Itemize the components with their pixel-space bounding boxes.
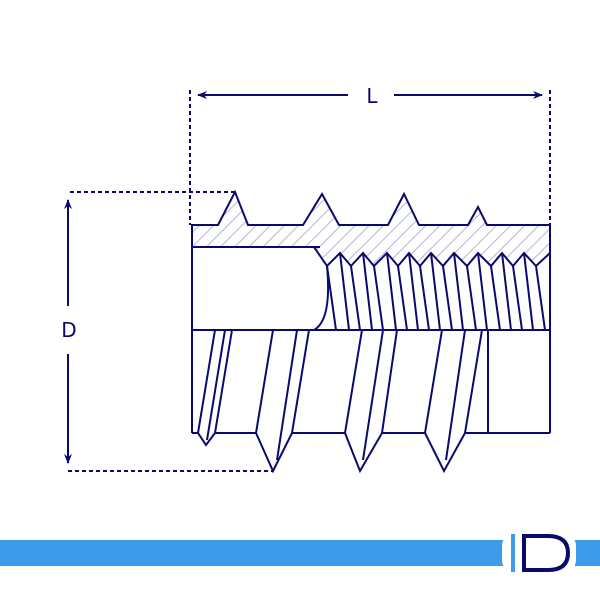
brand-bar (0, 540, 600, 566)
internal-thread-line (442, 265, 453, 331)
internal-thread-line (362, 252, 373, 331)
brand-logo (502, 532, 576, 574)
length-label: L (366, 84, 378, 108)
internal-thread-line (453, 252, 464, 331)
insert-body-outline (191, 225, 551, 474)
internal-thread-line (523, 252, 534, 331)
internal-thread-line (512, 265, 523, 331)
internal-thread-line (350, 265, 361, 331)
internal-thread-line (373, 265, 384, 331)
section-hatch (191, 189, 551, 268)
internal-thread-line (466, 265, 477, 331)
internal-thread-line (535, 265, 546, 331)
internal-thread-line (501, 252, 512, 331)
internal-thread-line (386, 252, 397, 331)
internal-thread-line (326, 265, 337, 331)
length-dimension (189, 90, 551, 225)
internal-thread-line (397, 265, 408, 331)
internal-thread-line (477, 252, 488, 331)
internal-thread-line (490, 265, 501, 331)
internal-thread-line (430, 252, 441, 331)
internal-thread-line (408, 252, 419, 331)
diameter-label: D (61, 318, 76, 342)
internal-thread-line (339, 252, 350, 331)
diameter-dimension (64, 191, 273, 472)
internal-thread-line (419, 265, 430, 331)
